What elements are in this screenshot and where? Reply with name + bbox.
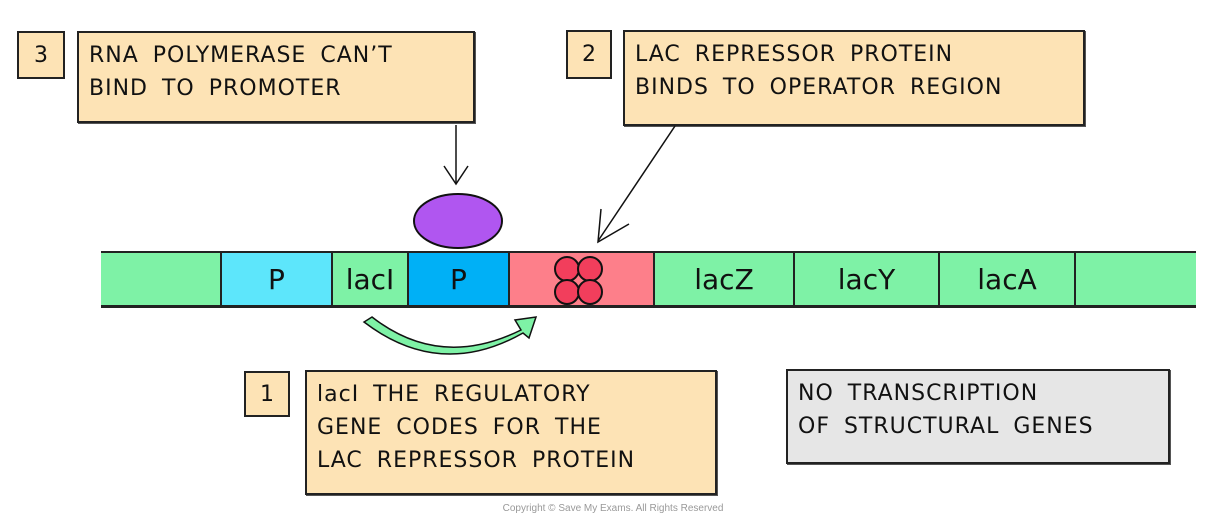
step-2-line-2: BINDS TO OPERATOR REGION xyxy=(635,75,1003,100)
step-1-box: lacI THE REGULATORY GENE CODES FOR THE L… xyxy=(305,370,717,495)
rna-polymerase-icon xyxy=(413,193,503,249)
step-3-line-1: RNA POLYMERASE CAN’T xyxy=(89,43,393,68)
step-1-number: 1 xyxy=(244,371,290,417)
dna-segment-laci: lacI xyxy=(331,253,407,305)
dna-segment-lacy: lacY xyxy=(793,253,938,305)
dna-segment-flank-right xyxy=(1074,253,1196,305)
result-box: NO TRANSCRIPTION OF STRUCTURAL GENES xyxy=(786,369,1170,464)
step-2-box: LAC REPRESSOR PROTEIN BINDS TO OPERATOR … xyxy=(623,30,1085,126)
step-2-line-1: LAC REPRESSOR PROTEIN xyxy=(635,42,954,67)
arrow-step3-icon xyxy=(443,125,469,186)
step-3-box: RNA POLYMERASE CAN’T BIND TO PROMOTER xyxy=(77,31,475,123)
step-3-number: 3 xyxy=(17,31,65,79)
lac-repressor-icon xyxy=(554,256,603,305)
dna-strip: P lacI P lacZ lacY lacA xyxy=(101,251,1196,308)
step-1-line-2: GENE CODES FOR THE xyxy=(317,415,602,440)
dna-segment-lacz: lacZ xyxy=(653,253,793,305)
step-3-line-2: BIND TO PROMOTER xyxy=(89,76,342,101)
arrow-step2-icon xyxy=(597,125,676,244)
result-line-2: OF STRUCTURAL GENES xyxy=(798,414,1094,439)
dna-segment-promoter: P xyxy=(407,253,508,305)
copyright-text: Copyright © Save My Exams. All Rights Re… xyxy=(502,503,724,514)
step-1-line-1: lacI THE REGULATORY xyxy=(317,382,591,407)
result-line-1: NO TRANSCRIPTION xyxy=(798,381,1039,406)
step-2-number: 2 xyxy=(566,30,612,79)
dna-segment-laca: lacA xyxy=(938,253,1074,305)
step-1-line-3: LAC REPRESSOR PROTEIN xyxy=(317,448,636,473)
dna-segment-regulator-promoter: P xyxy=(220,253,331,305)
dna-segment-flank-left xyxy=(101,253,220,305)
expression-arrow-icon xyxy=(362,316,538,355)
